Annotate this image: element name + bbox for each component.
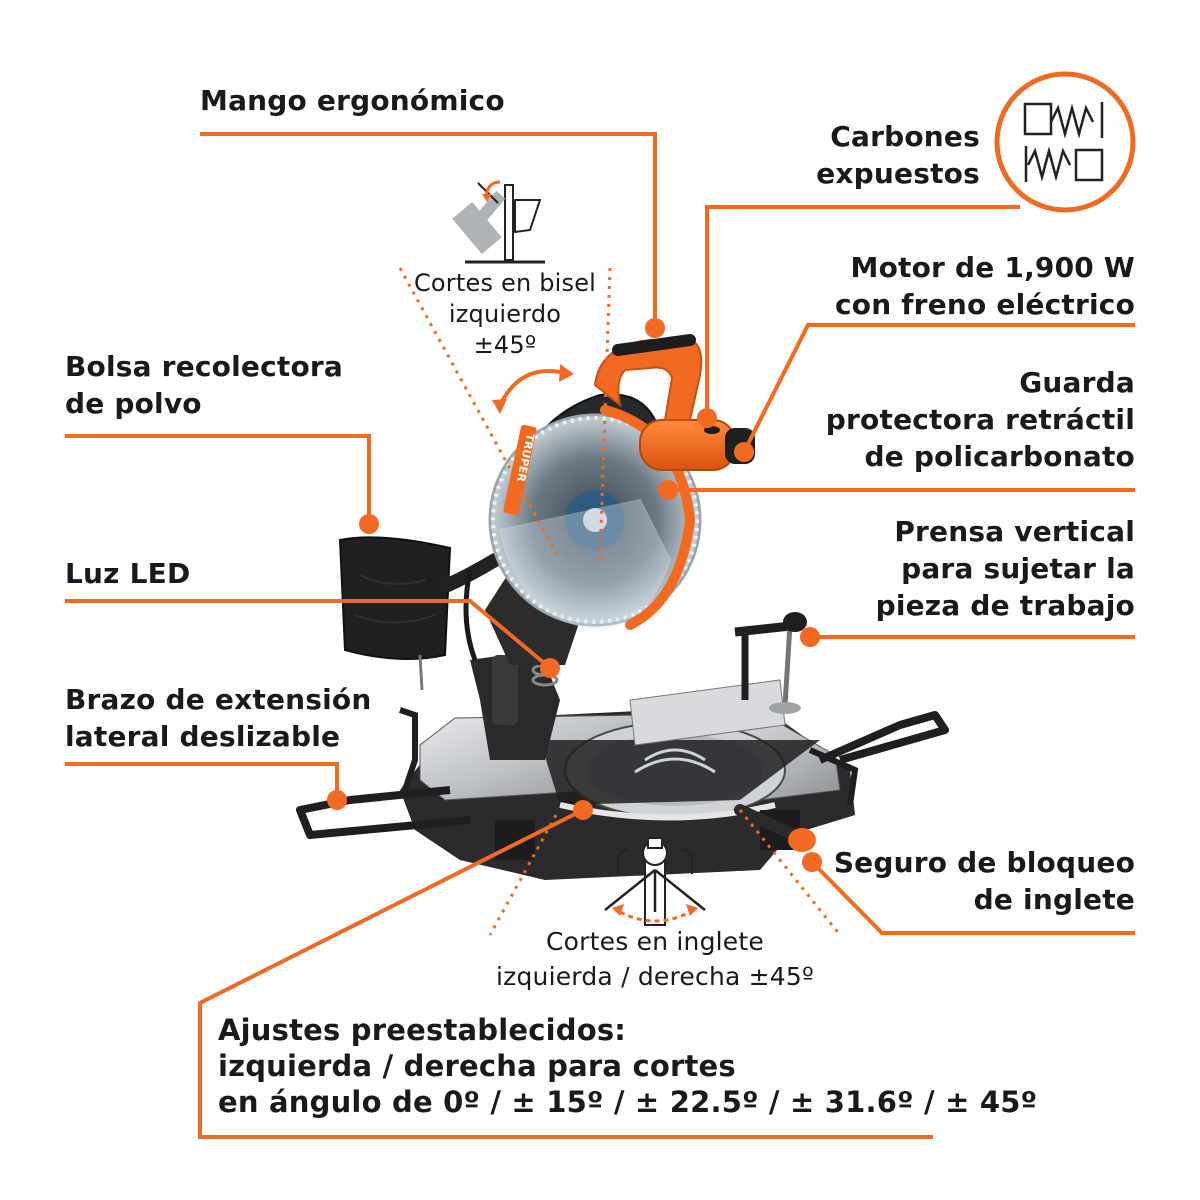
label-line: expuestos xyxy=(816,157,980,190)
extension-arms xyxy=(296,707,949,839)
label-cortes-inglete: Cortes en inglete izquierda / derecha ±4… xyxy=(455,924,855,994)
bevel-arrow xyxy=(492,364,574,414)
saw-base xyxy=(400,679,855,880)
label-guarda: Guarda protectora retráctil de policarbo… xyxy=(826,364,1135,475)
label-line: izquierda / derecha para cortes xyxy=(218,1049,736,1083)
bevel-guide-lines xyxy=(398,267,612,561)
label-luz-led: Luz LED xyxy=(65,555,190,592)
label-mango-ergonomico: Mango ergonómico xyxy=(200,82,505,119)
dust-bag xyxy=(338,536,502,691)
label-bolsa: Bolsa recolectora de polvo xyxy=(65,348,343,422)
label-line: protectora retráctil xyxy=(825,403,1135,436)
label-line: Bolsa recolectora xyxy=(65,350,344,383)
label-seguro: Seguro de bloqueo de inglete xyxy=(834,844,1135,918)
label-motor: Motor de 1,900 W con freno eléctrico xyxy=(835,249,1135,323)
label-prensa: Prensa vertical para sujetar la pieza de… xyxy=(876,513,1135,624)
label-cortes-bisel: Cortes en bisel izquierdo ±45º xyxy=(405,268,605,361)
label-line: Luz LED xyxy=(65,557,191,590)
label-line: lateral deslizable xyxy=(65,720,341,753)
label-line: Seguro de bloqueo xyxy=(833,846,1135,879)
bevel-cut-icon xyxy=(452,180,545,264)
miter-cut-icon xyxy=(604,837,706,926)
label-line: Mango ergonómico xyxy=(200,84,505,117)
label-line: en ángulo de 0º / ± 15º / ± 22.5º / ± 31… xyxy=(218,1085,1038,1119)
label-line: izquierdo xyxy=(448,300,562,328)
label-ajustes-preestablecidos: Ajustes preestablecidos: izquierda / der… xyxy=(218,1012,1037,1120)
saw-head: TRUPER xyxy=(488,393,702,632)
label-line: Ajustes preestablecidos: xyxy=(218,1013,627,1047)
label-brazo: Brazo de extensión lateral deslizable xyxy=(65,681,372,755)
label-line: Motor de 1,900 W xyxy=(850,251,1135,284)
label-line: Guarda xyxy=(1019,366,1135,399)
label-line: Prensa vertical xyxy=(894,515,1135,548)
label-line: de polvo xyxy=(65,387,202,420)
callout-lines xyxy=(65,132,1135,1139)
label-line: con freno eléctrico xyxy=(834,288,1135,321)
label-line: de inglete xyxy=(973,883,1135,916)
label-carbones-expuestos: Carbones expuestos xyxy=(816,118,980,192)
label-line: ±45º xyxy=(473,331,537,359)
label-line: para sujetar la xyxy=(901,552,1135,585)
label-line: Carbones xyxy=(830,120,980,153)
vertical-clamp xyxy=(734,612,807,714)
label-line: Cortes en bisel xyxy=(413,269,597,297)
brush-spring-icon xyxy=(994,71,1136,213)
label-line: Cortes en inglete xyxy=(546,927,764,956)
callout-dots xyxy=(327,318,822,872)
label-line: Brazo de extensión xyxy=(65,683,372,716)
label-line: de policarbonato xyxy=(864,440,1135,473)
label-line: izquierda / derecha ±45º xyxy=(495,962,814,991)
label-line: pieza de trabajo xyxy=(875,589,1135,622)
